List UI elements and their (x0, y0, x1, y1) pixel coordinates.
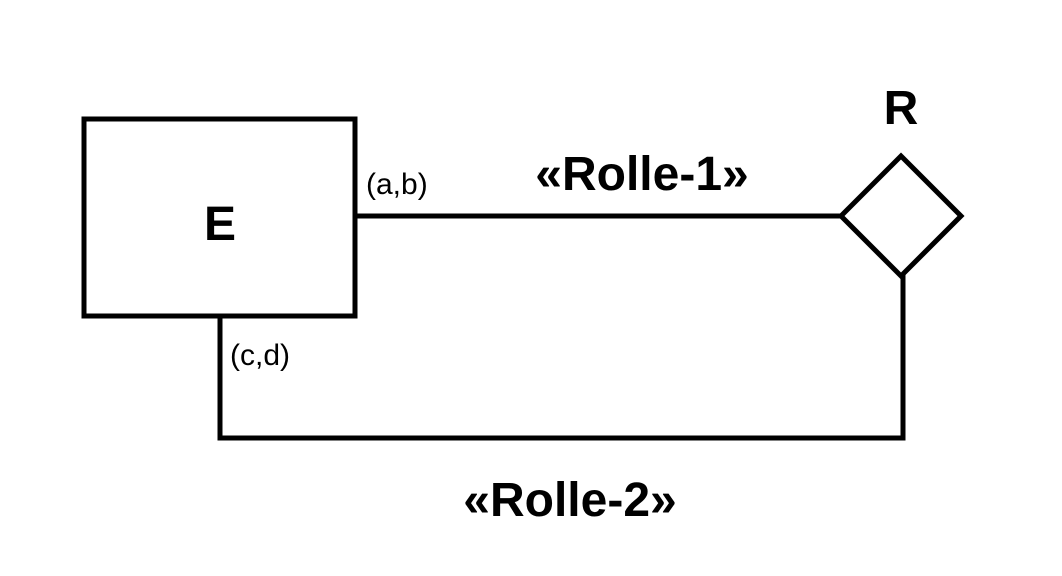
role-2-connector (217, 273, 906, 441)
relationship-diamond[interactable] (837, 152, 965, 280)
role-2-label: «Rolle-2» (463, 474, 676, 527)
relationship-label: R (884, 82, 919, 135)
role-1-cardinality: (a,b) (366, 168, 428, 201)
role-1-label: «Rolle-1» (535, 148, 748, 201)
role-2-cardinality: (c,d) (230, 339, 290, 372)
entity-label: E (204, 198, 236, 251)
entity-box[interactable] (81, 116, 358, 319)
